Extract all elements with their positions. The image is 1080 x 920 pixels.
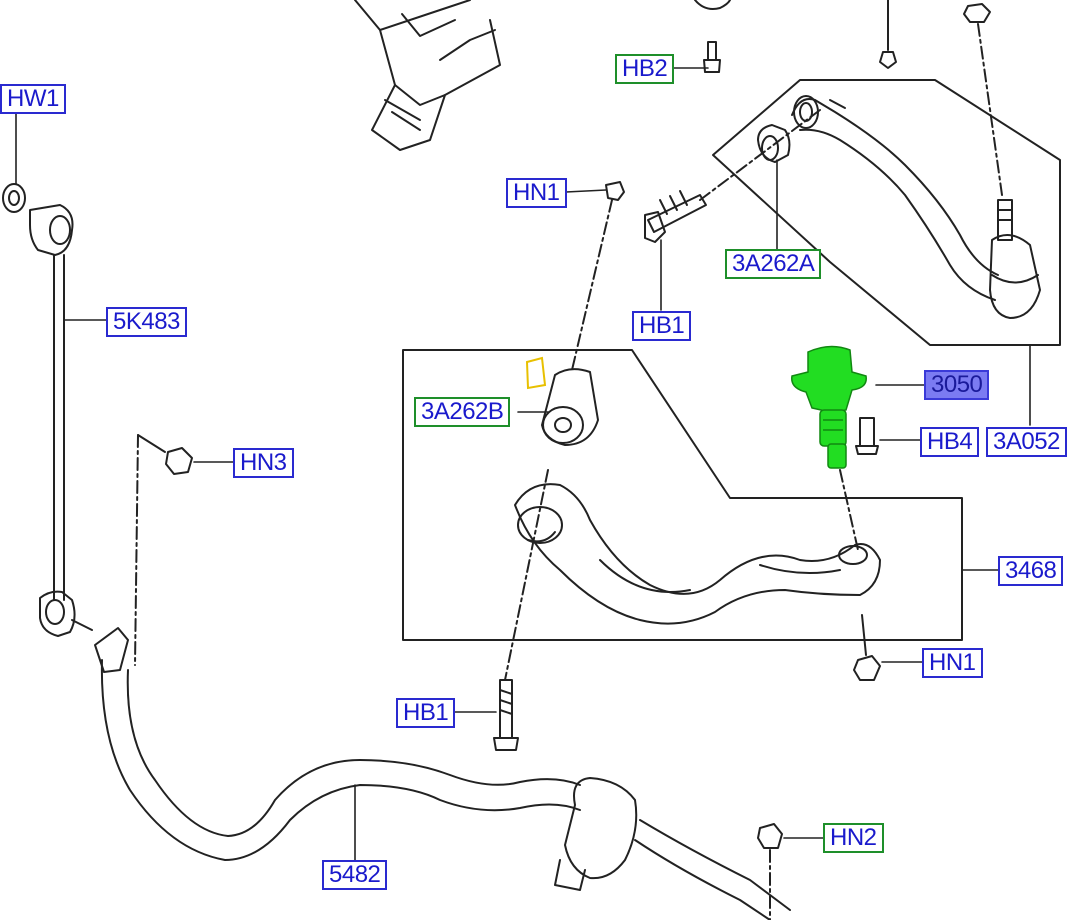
nut-icon [879, 0, 897, 69]
nut-icon [963, 3, 991, 23]
nut-icon [757, 823, 783, 849]
leader-lines [15, 67, 1031, 861]
ball-joint-highlighted-icon[interactable] [791, 345, 867, 469]
nut-icon [165, 447, 193, 475]
stabilizer-bar [94, 627, 791, 920]
callout-3a052[interactable]: 3A052 [986, 427, 1067, 457]
lower-arm-frame [402, 349, 963, 641]
nut-icon [605, 181, 625, 201]
callout-hb1-top[interactable]: HB1 [632, 311, 692, 341]
callout-hb4[interactable]: HB4 [920, 427, 980, 457]
callout-3a262b[interactable]: 3A262B [414, 397, 511, 427]
bolt-icon [855, 417, 879, 455]
stabilizer-link [2, 183, 93, 637]
callout-hw1[interactable]: HW1 [0, 84, 66, 114]
upper-arm [791, 95, 999, 301]
callout-hn1-top[interactable]: HN1 [506, 178, 567, 208]
subframe-bracket [354, 0, 501, 151]
top-ring [694, 0, 731, 10]
callout-3468[interactable]: 3468 [998, 556, 1064, 586]
callout-hn2[interactable]: HN2 [823, 823, 884, 853]
lower-arm [514, 483, 881, 625]
yellow-note-marker [525, 356, 547, 390]
bushing-icon [541, 368, 599, 446]
callout-hb2[interactable]: HB2 [615, 54, 675, 84]
callout-hn1-bottom[interactable]: HN1 [922, 648, 983, 678]
bolt-icon [493, 679, 519, 751]
callout-3a262a[interactable]: 3A262A [725, 249, 822, 279]
upper-arm-frame [712, 79, 1061, 346]
callout-hn3[interactable]: HN3 [233, 448, 294, 478]
callout-3050[interactable]: 3050 [924, 370, 990, 400]
ball-joint-icon [989, 199, 1041, 319]
callout-5482[interactable]: 5482 [322, 860, 388, 890]
callout-5k483[interactable]: 5K483 [106, 307, 187, 337]
bushing-icon [757, 124, 791, 163]
bolt-icon [644, 190, 707, 243]
nut-icon [853, 655, 881, 681]
callout-hb1-bottom[interactable]: HB1 [396, 698, 456, 728]
